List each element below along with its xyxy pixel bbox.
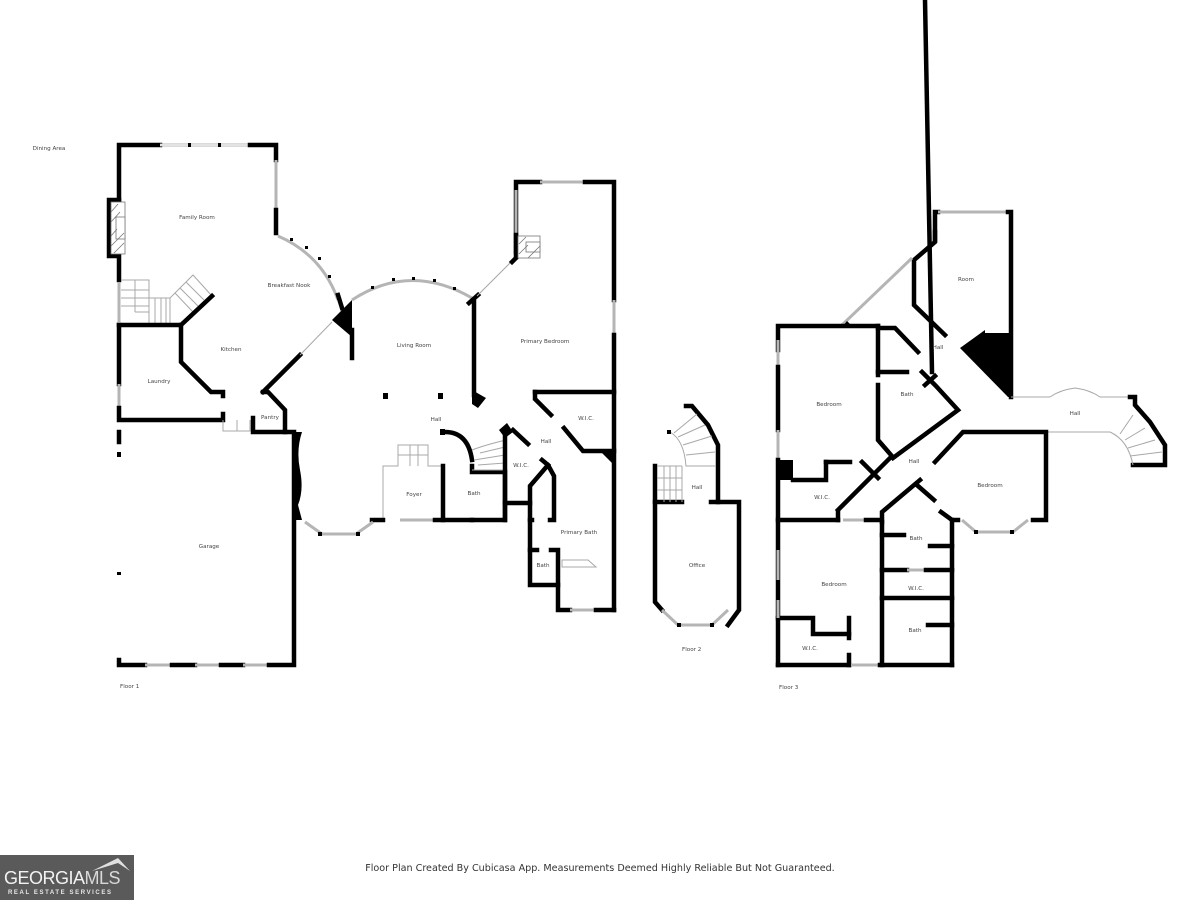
room-label-pantry: Pantry bbox=[261, 415, 279, 421]
room-label-wic: W.I.C. bbox=[908, 586, 924, 592]
room-label-primary-bedroom: Primary Bedroom bbox=[520, 339, 570, 345]
room-label-breakfast-nook: Breakfast Nook bbox=[267, 283, 311, 289]
floor-2-label: Floor 2 bbox=[682, 647, 702, 653]
room-label-living-room: Living Room bbox=[396, 343, 432, 349]
floor-1-stairs bbox=[121, 274, 213, 325]
room-label-room: Room bbox=[958, 277, 974, 283]
disclaimer-text: Floor Plan Created By Cubicasa App. Meas… bbox=[365, 863, 835, 874]
room-label-wic: W.I.C. bbox=[578, 416, 594, 422]
logo-tagline: REAL ESTATE SERVICES bbox=[8, 890, 113, 896]
room-label-garage: Garage bbox=[198, 544, 220, 550]
room-label-laundry: Laundry bbox=[147, 379, 171, 385]
room-label-hall: Hall bbox=[430, 417, 442, 423]
room-label-bedroom: Bedroom bbox=[816, 402, 842, 408]
room-label-hall: Hall bbox=[691, 485, 703, 491]
logo-brand-accent: MLS bbox=[84, 868, 121, 888]
room-label-bath: Bath bbox=[536, 563, 550, 569]
room-label-bedroom: Bedroom bbox=[821, 582, 847, 588]
room-label-office: Office bbox=[688, 563, 706, 569]
floor-2-walls bbox=[652, 403, 742, 629]
logo-wordmark: GEORGIAMLS bbox=[4, 868, 121, 889]
logo-brand-main: GEORGIA bbox=[4, 868, 85, 888]
room-label-hall: Hall bbox=[932, 345, 944, 351]
room-label-hall: Hall bbox=[908, 459, 920, 465]
room-label-dining-area: Dining Area bbox=[32, 146, 66, 152]
room-label-wic: W.I.C. bbox=[513, 463, 529, 469]
floor-3-walls bbox=[775, 0, 1168, 668]
room-label-wic: W.I.C. bbox=[814, 495, 830, 501]
georgia-mls-logo: GEORGIAMLS REAL ESTATE SERVICES bbox=[0, 855, 134, 900]
room-label-hall: Hall bbox=[540, 439, 552, 445]
room-label-wic: W.I.C. bbox=[802, 646, 818, 652]
room-label-foyer: Foyer bbox=[406, 492, 422, 498]
room-label-hall: Hall bbox=[1069, 411, 1081, 417]
room-label-kitchen: Kitchen bbox=[220, 347, 242, 353]
room-label-bedroom: Bedroom bbox=[977, 483, 1003, 489]
roof-icon bbox=[92, 858, 130, 871]
floor-1-walls bbox=[106, 142, 617, 668]
floor-1-label: Floor 1 bbox=[120, 684, 140, 690]
room-label-bath: Bath bbox=[909, 536, 923, 542]
room-label-bath: Bath bbox=[908, 628, 922, 634]
room-label-bath: Bath bbox=[467, 491, 481, 497]
room-label-bath: Bath bbox=[900, 392, 914, 398]
room-label-primary-bath: Primary Bath bbox=[560, 530, 598, 536]
room-label-family-room: Family Room bbox=[179, 215, 215, 221]
floor-3-label: Floor 3 bbox=[779, 685, 799, 691]
